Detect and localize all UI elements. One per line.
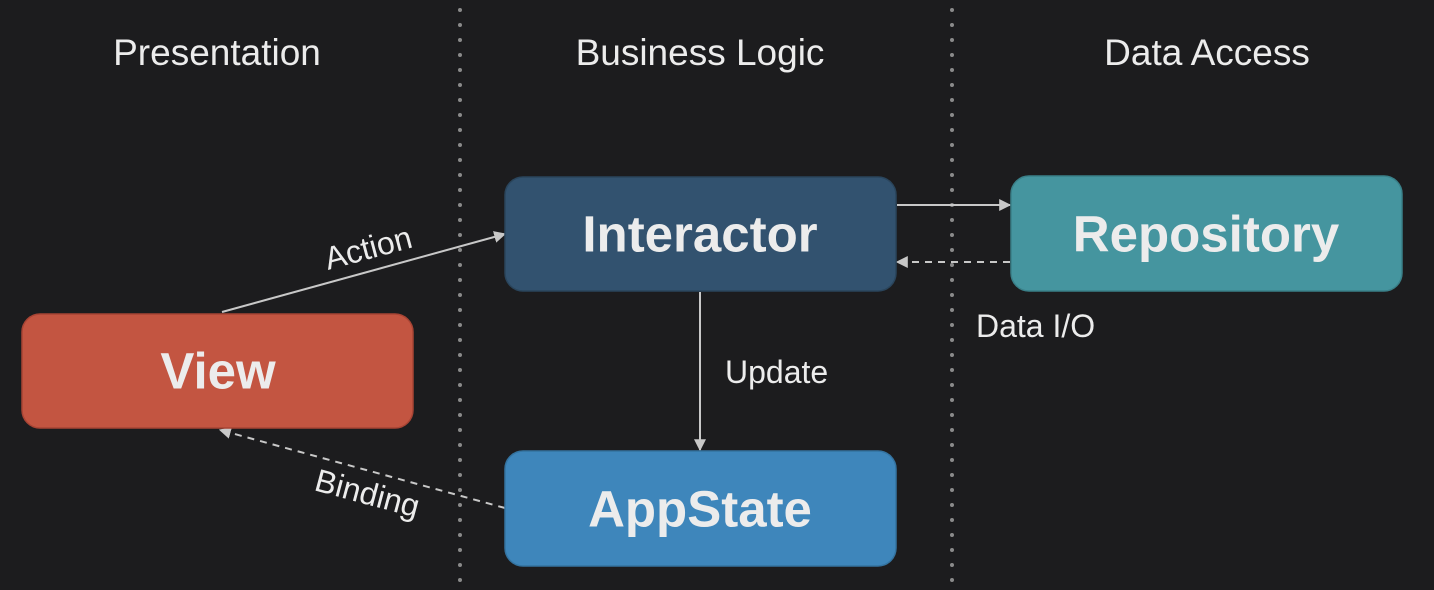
node-repository[interactable]: Repository [1010,175,1403,292]
node-repository-box [1010,175,1403,292]
node-view-label: View [160,343,276,400]
node-appstate[interactable]: AppState [504,450,897,567]
column-title-data-access: Data Access [1104,32,1310,73]
edge-label-update: Update [725,354,828,390]
node-interactor[interactable]: Interactor [504,176,897,292]
node-appstate-label: AppState [588,481,812,538]
edge-action [221,231,507,313]
node-appstate-box [504,450,897,567]
edge-label-action: Action [320,219,415,277]
column-title-presentation: Presentation [113,32,321,73]
node-interactor-box [504,176,897,292]
node-view[interactable]: View [21,313,414,429]
column-title-business-logic: Business Logic [576,32,825,73]
node-interactor-label: Interactor [582,206,817,263]
edge-binding [218,427,506,509]
edge-label-binding: Binding [311,462,423,524]
edge-label-data-io: Data I/O [976,308,1095,344]
node-repository-label: Repository [1073,206,1340,263]
node-view-box [21,313,414,429]
